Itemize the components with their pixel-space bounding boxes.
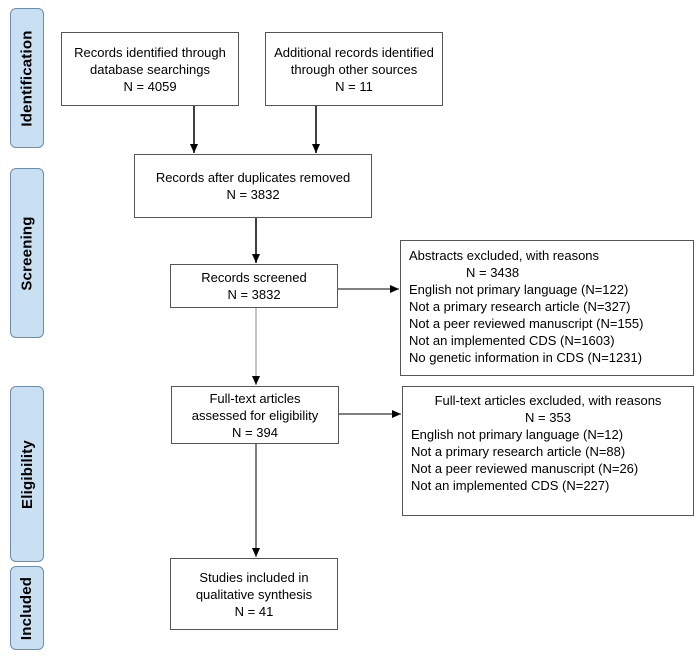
fulltext-excluded-reason: Not a primary research article (N=88)	[411, 444, 626, 459]
box-fulltext-assessed: Full-text articles assessed for eligibil…	[171, 386, 339, 444]
abstracts-excluded-reason: Not an implemented CDS (N=1603)	[409, 333, 615, 348]
fulltext-excluded-title: Full-text articles excluded, with reason…	[434, 393, 662, 408]
duplicates-removed-count: N = 3832	[226, 187, 280, 202]
box-fulltext-excluded: Full-text articles excluded, with reason…	[402, 386, 694, 516]
box-duplicates-removed: Records after duplicates removed N = 383…	[134, 154, 372, 218]
fulltext-excluded-reason: Not an implemented CDS (N=227)	[411, 478, 610, 493]
abstracts-excluded-reason: No genetic information in CDS (N=1231)	[409, 350, 643, 365]
database-records-count: N = 4059	[123, 78, 177, 94]
phase-included-label: Included	[18, 576, 36, 640]
box-other-sources: Additional records identified through ot…	[265, 32, 443, 106]
fulltext-assessed-count: N = 394	[232, 424, 278, 440]
phase-screening-label: Screening	[18, 215, 36, 291]
phase-screening: Screening	[10, 168, 44, 338]
studies-included-line2: qualitative synthesis	[195, 586, 313, 602]
abstracts-excluded-reason: Not a peer reviewed manuscript (N=155)	[409, 316, 644, 331]
duplicates-removed-line1: Records after duplicates removed	[155, 170, 351, 185]
fulltext-excluded-reason: Not a peer reviewed manuscript (N=26)	[411, 461, 639, 476]
box-records-screened: Records screened N = 3832	[170, 264, 338, 308]
box-studies-included: Studies included in qualitative synthesi…	[170, 558, 338, 630]
abstracts-excluded-count: N = 3438	[466, 265, 520, 280]
records-screened-line1: Records screened	[201, 270, 307, 285]
box-database-records: Records identified through database sear…	[61, 32, 239, 106]
abstracts-excluded-reason: Not a primary research article (N=327)	[409, 299, 631, 314]
abstracts-excluded-reason: English not primary language (N=122)	[409, 282, 629, 297]
studies-included-count: N = 41	[234, 603, 274, 619]
abstracts-excluded-title: Abstracts excluded, with reasons	[409, 248, 600, 263]
fulltext-excluded-reason: English not primary language (N=12)	[411, 427, 624, 442]
phase-eligibility: Eligibility	[10, 386, 44, 562]
database-records-line2: database searchings	[90, 61, 210, 77]
studies-included-line1: Studies included in	[199, 569, 309, 585]
fulltext-assessed-line2: assessed for eligibility	[191, 407, 319, 423]
phase-identification-label: Identification	[18, 29, 36, 127]
database-records-line1: Records identified through	[74, 44, 226, 60]
phase-identification: Identification	[10, 8, 44, 148]
box-abstracts-excluded: Abstracts excluded, with reasons N = 343…	[400, 240, 694, 376]
phase-eligibility-label: Eligibility	[18, 439, 36, 509]
other-sources-line2: through other sources	[290, 61, 418, 77]
records-screened-count: N = 3832	[227, 287, 281, 302]
phase-included: Included	[10, 566, 44, 650]
fulltext-excluded-count: N = 353	[525, 410, 571, 425]
other-sources-line1: Additional records identified	[274, 44, 434, 60]
fulltext-assessed-line1: Full-text articles	[209, 390, 301, 406]
other-sources-count: N = 11	[335, 78, 373, 94]
